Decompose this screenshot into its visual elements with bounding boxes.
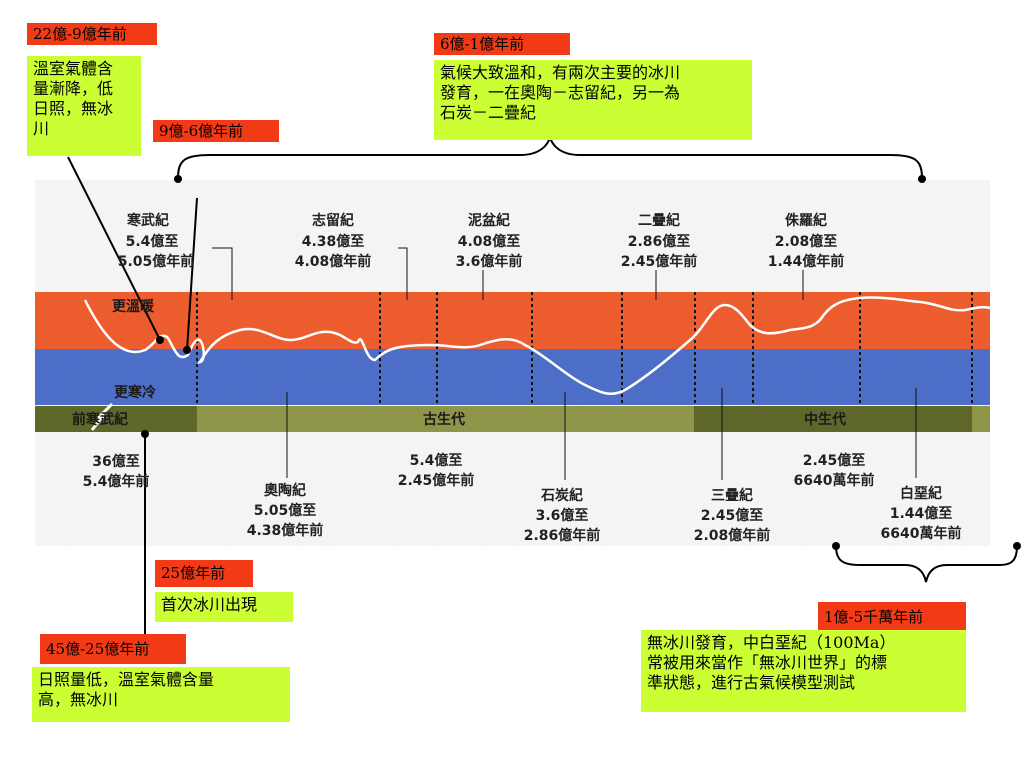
era-precambrian: 前寒武紀 [72, 411, 128, 428]
period-paleozoic-range: 5.4億至 2.45億年前 [398, 452, 475, 489]
temperature-curve [83, 296, 991, 396]
callout-45-25-text: 日照量低，溫室氣體含量 高，無冰川 [32, 667, 290, 722]
svg-text:石炭紀: 石炭紀 [540, 487, 583, 504]
svg-text:4.38億至: 4.38億至 [302, 233, 365, 250]
callout-6-1-tag: 6億-1億年前 [434, 33, 570, 55]
svg-text:志留紀: 志留紀 [312, 212, 354, 229]
svg-text:2.45億年前: 2.45億年前 [621, 253, 698, 270]
callout-dots [141, 336, 191, 438]
bottom-leaders [286, 388, 917, 480]
era-paleozoic: 古生代 [423, 411, 465, 428]
top-leaders [212, 247, 804, 300]
svg-text:5.05億至: 5.05億至 [254, 502, 317, 519]
callout-25-text: 首次冰川出現 [155, 592, 293, 622]
callout-25-tag: 25億年前 [155, 560, 253, 587]
period-triassic: 三疊紀 2.45億至 2.08億年前 [694, 487, 771, 544]
callout-9-6-tag: 9億-6億年前 [153, 120, 279, 142]
svg-text:2.08億年前: 2.08億年前 [694, 527, 771, 544]
svg-text:2.45億至: 2.45億至 [803, 452, 866, 469]
svg-text:2.08億至: 2.08億至 [775, 233, 838, 250]
svg-text:1.44億至: 1.44億至 [890, 505, 953, 522]
cold-label: 更寒冷 [114, 384, 156, 401]
svg-text:5.4億至: 5.4億至 [410, 452, 463, 469]
period-silurian: 志留紀 4.38億至 4.08億年前 [295, 212, 372, 270]
period-jurassic: 侏羅紀 2.08億至 1.44億年前 [768, 212, 845, 270]
period-carboniferous: 石炭紀 3.6億至 2.86億年前 [524, 487, 601, 544]
period-ordovician: 奧陶紀 5.05億至 4.38億年前 [247, 482, 324, 539]
svg-text:5.4億年前: 5.4億年前 [83, 473, 150, 490]
svg-text:6640萬年前: 6640萬年前 [794, 472, 875, 489]
period-devonian: 泥盆紀 4.08億至 3.6億年前 [456, 212, 523, 270]
svg-text:2.45億年前: 2.45億年前 [398, 472, 475, 489]
period-cambrian: 寒武紀 5.4億至 5.05億年前 [118, 212, 195, 270]
callout-22-9-text: 溫室氣體含 量漸降，低 日照，無冰 川 [27, 56, 141, 156]
svg-text:4.08億至: 4.08億至 [458, 233, 521, 250]
svg-text:侏羅紀: 侏羅紀 [785, 212, 827, 229]
svg-text:寒武紀: 寒武紀 [127, 212, 169, 229]
callout-1-05-text: 無冰川發育，中白堊紀（100Ma） 常被用來當作「無冰川世界」的標 準狀態，進行… [641, 630, 966, 712]
svg-text:奧陶紀: 奧陶紀 [264, 482, 306, 499]
callout-6-1-text: 氣候大致溫和，有兩次主要的冰川 發育，一在奧陶－志留紀，另一為 石炭－二疊紀 [434, 60, 752, 140]
top-brace [177, 136, 923, 179]
svg-text:36億至: 36億至 [92, 453, 139, 470]
period-mesozoic-range: 2.45億至 6640萬年前 [794, 452, 875, 489]
svg-text:3.6億年前: 3.6億年前 [456, 253, 523, 270]
svg-text:2.86億至: 2.86億至 [628, 233, 691, 250]
era-mesozoic: 中生代 [804, 411, 846, 428]
bottom-brace [835, 545, 1018, 583]
period-permian: 二疊紀 2.86億至 2.45億年前 [621, 212, 698, 270]
svg-text:1.44億年前: 1.44億年前 [768, 253, 845, 270]
svg-text:6640萬年前: 6640萬年前 [881, 525, 962, 542]
svg-text:5.05億年前: 5.05億年前 [118, 253, 195, 270]
svg-text:2.45億至: 2.45億至 [701, 507, 764, 524]
warm-label: 更溫暖 [112, 298, 155, 315]
svg-text:4.08億年前: 4.08億年前 [295, 253, 372, 270]
period-cretaceous: 白堊紀 1.44億至 6640萬年前 [881, 485, 962, 542]
svg-text:2.86億年前: 2.86億年前 [524, 527, 601, 544]
svg-text:3.6億至: 3.6億至 [536, 507, 589, 524]
svg-text:三疊紀: 三疊紀 [711, 487, 753, 504]
svg-text:二疊紀: 二疊紀 [638, 212, 680, 229]
callout-45-25-tag: 45億-25億年前 [40, 634, 186, 664]
callout-pointers [67, 156, 198, 640]
period-precambrian-range: 36億至 5.4億年前 [83, 453, 150, 490]
svg-text:4.38億年前: 4.38億年前 [247, 522, 324, 539]
callout-1-05-tag: 1億-5千萬年前 [818, 602, 966, 632]
svg-text:5.4億至: 5.4億至 [126, 233, 179, 250]
svg-text:泥盆紀: 泥盆紀 [468, 212, 510, 229]
callout-22-9-tag: 22億-9億年前 [27, 23, 157, 45]
svg-text:白堊紀: 白堊紀 [900, 485, 942, 502]
